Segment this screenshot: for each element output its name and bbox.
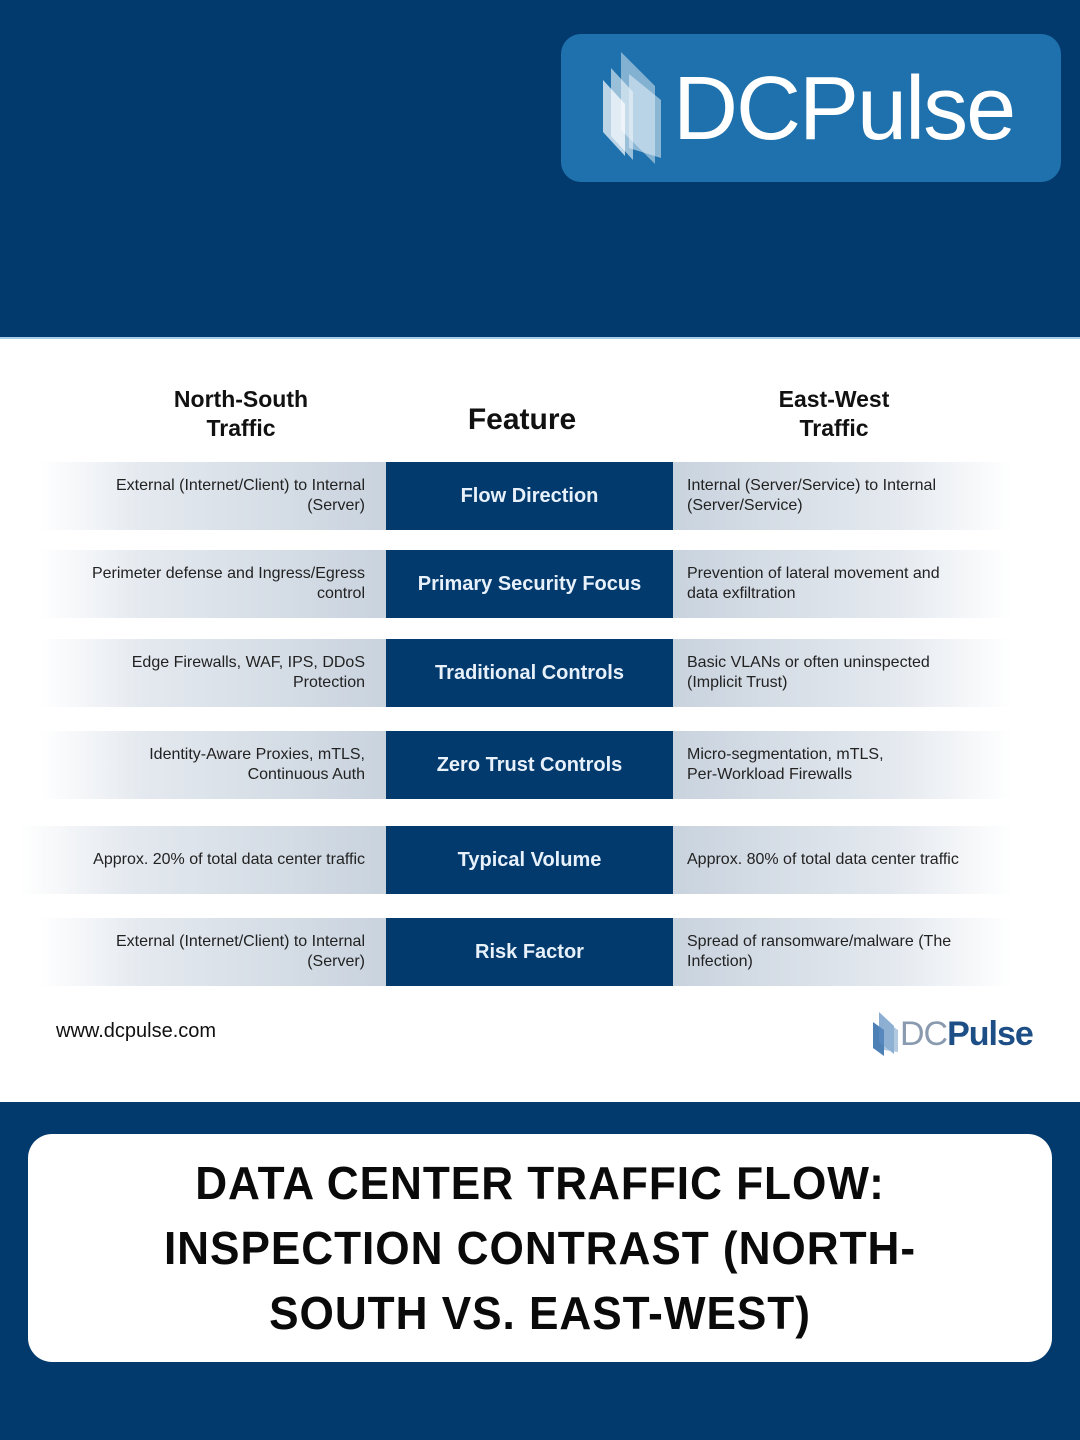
cell-text: External (Internet/Client) to Internal (… <box>115 933 365 970</box>
logo-layers-icon <box>603 52 661 164</box>
column-header-north-south: North-South Traffic <box>120 385 362 443</box>
north-south-cell: External (Internet/Client) to Internal (… <box>40 918 386 986</box>
column-header-east-west: East-West Traffic <box>712 385 956 443</box>
north-south-cell: Perimeter defense and Ingress/Egress con… <box>40 550 386 618</box>
header-line: Traffic <box>799 415 869 441</box>
table-row: Identity-Aware Proxies, mTLS, Continuous… <box>0 731 1080 799</box>
cell-text: Identity-Aware Proxies, mTLS, Continuous… <box>149 746 365 783</box>
cell-text: Micro-segmentation, mTLS, Per-Workload F… <box>687 746 884 783</box>
feature-cell: Traditional Controls <box>386 639 673 707</box>
east-west-cell: Micro-segmentation, mTLS, Per-Workload F… <box>673 731 1013 799</box>
north-south-cell: External (Internet/Client) to Internal (… <box>40 462 386 530</box>
east-west-cell: Prevention of lateral movement and data … <box>673 550 1013 618</box>
east-west-cell: Internal (Server/Service) to Internal (S… <box>673 462 1013 530</box>
cell-text: Edge Firewalls, WAF, IPS, DDoS Protectio… <box>131 654 365 691</box>
logo-dc-text: DC <box>900 1014 948 1053</box>
brand-logo: DCPulse <box>561 34 1061 182</box>
title-card: DATA CENTER TRAFFIC FLOW: INSPECTION CON… <box>28 1134 1052 1362</box>
logo-pulse-text: Pulse <box>947 1014 1034 1053</box>
header-line: East-West <box>778 386 890 412</box>
table-row: External (Internet/Client) to Internal (… <box>0 462 1080 530</box>
cell-text: External (Internet/Client) to Internal (… <box>115 477 365 514</box>
cell-text: Spread of ransomware/malware (The Infect… <box>687 933 952 970</box>
header-line: Traffic <box>206 415 276 441</box>
north-south-cell: Identity-Aware Proxies, mTLS, Continuous… <box>40 731 386 799</box>
page-title: DATA CENTER TRAFFIC FLOW: INSPECTION CON… <box>163 1156 917 1339</box>
cell-text: Prevention of lateral movement and data … <box>687 565 940 602</box>
table-row: External (Internet/Client) to Internal (… <box>0 918 1080 986</box>
website-link[interactable]: www.dcpulse.com <box>56 1020 217 1042</box>
table-row: Approx. 20% of total data center traffic… <box>0 826 1080 894</box>
logo-text: DCPulse <box>673 59 1016 159</box>
east-west-cell: Basic VLANs or often uninspected (Implic… <box>673 639 1013 707</box>
cell-text: Perimeter defense and Ingress/Egress con… <box>91 565 365 602</box>
feature-cell: Flow Direction <box>386 462 673 530</box>
feature-cell: Typical Volume <box>386 826 673 894</box>
cell-text: Approx. 20% of total data center traffic <box>93 851 365 868</box>
logo-layers-icon <box>873 1012 898 1056</box>
feature-cell: Zero Trust Controls <box>386 731 673 799</box>
east-west-cell: Approx. 80% of total data center traffic <box>673 826 1013 894</box>
north-south-cell: Edge Firewalls, WAF, IPS, DDoS Protectio… <box>40 639 386 707</box>
table-row: Perimeter defense and Ingress/Egress con… <box>0 550 1080 618</box>
feature-cell: Primary Security Focus <box>386 550 673 618</box>
table-row: Edge Firewalls, WAF, IPS, DDoS Protectio… <box>0 639 1080 707</box>
cell-text: Basic VLANs or often uninspected (Implic… <box>687 654 930 691</box>
feature-cell: Risk Factor <box>386 918 673 986</box>
east-west-cell: Spread of ransomware/malware (The Infect… <box>673 918 1013 986</box>
comparison-panel: North-South Traffic Feature East-West Tr… <box>0 337 1080 1102</box>
footer-brand-logo: DC Pulse <box>870 1009 1034 1059</box>
cell-text: Internal (Server/Service) to Internal (S… <box>687 477 936 514</box>
header-line: North-South <box>173 386 309 412</box>
column-header-feature: Feature <box>467 403 577 436</box>
cell-text: Approx. 80% of total data center traffic <box>687 851 959 868</box>
north-south-cell: Approx. 20% of total data center traffic <box>20 826 386 894</box>
header-band: DCPulse <box>0 0 1080 337</box>
